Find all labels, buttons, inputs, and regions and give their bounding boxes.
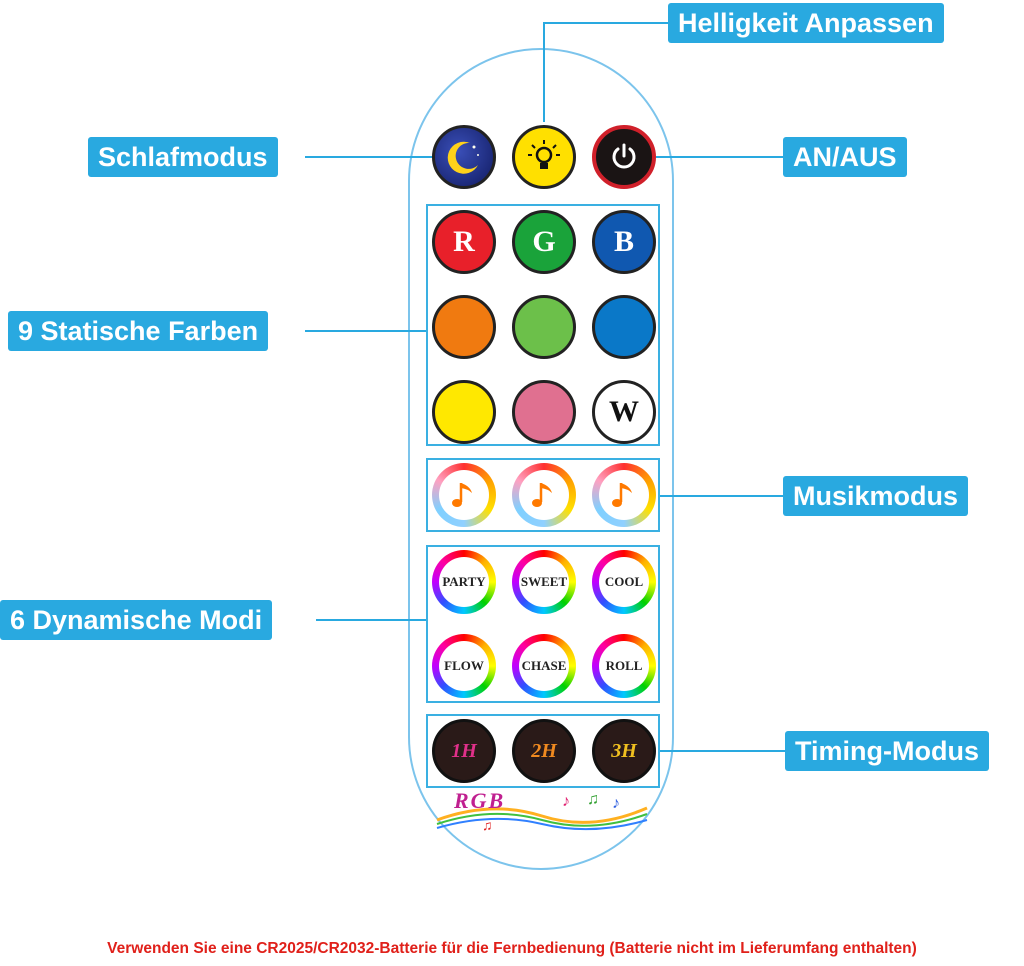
music-note-icon <box>452 483 472 507</box>
light-bulb-icon <box>528 140 560 169</box>
party-mode-label: PARTY <box>439 557 489 607</box>
green-button-label: G <box>532 225 556 258</box>
timer-1h-label: 1H <box>451 739 477 762</box>
blue-button-label: B <box>613 225 634 258</box>
sleep-mode-label: Schlafmodus <box>88 137 278 177</box>
cool-mode-label: COOL <box>599 557 649 607</box>
power-icon <box>612 143 636 169</box>
dynamic-modes-group <box>426 545 660 703</box>
connector-line <box>543 22 668 24</box>
moon-icon <box>447 141 479 174</box>
timer-1h-button[interactable]: 1H <box>432 719 496 783</box>
cool-mode-button[interactable]: COOL <box>592 550 656 614</box>
dynamic-modes-label: 6 Dynamische Modi <box>0 600 273 640</box>
flow-mode-button[interactable]: FLOW <box>432 634 496 698</box>
music-note-icon <box>532 483 552 507</box>
connector-line <box>305 330 426 332</box>
pink-button[interactable] <box>512 380 576 444</box>
svg-text:♪: ♪ <box>612 795 620 812</box>
rgb-logo: ♪ ♫ ♪ ♫ RGB <box>432 788 652 832</box>
connector-line <box>660 495 783 497</box>
connector-line <box>316 619 426 621</box>
connector-line <box>543 22 545 122</box>
light-blue-button[interactable] <box>592 295 656 359</box>
rgb-logo-text: RGB <box>454 788 506 813</box>
green-button[interactable]: G <box>512 210 576 274</box>
white-button-label: W <box>609 395 639 428</box>
party-mode-button[interactable]: PARTY <box>432 550 496 614</box>
connector-line <box>660 750 785 752</box>
blue-button[interactable]: B <box>592 210 656 274</box>
yellow-button[interactable] <box>432 380 496 444</box>
chase-mode-label: CHASE <box>519 641 569 691</box>
music-mode-label: Musikmodus <box>783 476 969 516</box>
sweet-mode-label: SWEET <box>519 557 569 607</box>
timing-mode-label: Timing-Modus <box>785 731 989 771</box>
timer-3h-label: 3H <box>611 739 637 762</box>
chase-mode-button[interactable]: CHASE <box>512 634 576 698</box>
roll-mode-label: ROLL <box>599 641 649 691</box>
svg-text:♪: ♪ <box>562 793 570 810</box>
svg-text:♫: ♫ <box>587 791 599 808</box>
connector-line <box>656 156 783 158</box>
power-label: AN/AUS <box>783 137 907 177</box>
white-button[interactable]: W <box>592 380 656 444</box>
music-mode-group <box>426 458 660 532</box>
flow-mode-label: FLOW <box>439 641 489 691</box>
red-button-label: R <box>453 225 475 258</box>
timing-mode-group <box>426 714 660 788</box>
roll-mode-button[interactable]: ROLL <box>592 634 656 698</box>
red-button[interactable]: R <box>432 210 496 274</box>
music-note-icon <box>612 483 632 507</box>
timer-2h-button[interactable]: 2H <box>512 719 576 783</box>
connector-line <box>305 156 432 158</box>
music-notes-decoration-icon: ♪ ♫ ♪ ♫ <box>436 791 648 832</box>
music-mode-button-1[interactable] <box>432 463 496 527</box>
music-mode-button-3[interactable] <box>592 463 656 527</box>
light-green-button[interactable] <box>512 295 576 359</box>
brightness-button[interactable] <box>512 125 576 189</box>
brightness-label: Helligkeit Anpassen <box>668 3 944 43</box>
power-button[interactable] <box>592 125 656 189</box>
sweet-mode-button[interactable]: SWEET <box>512 550 576 614</box>
battery-notice: Verwenden Sie eine CR2025/CR2032-Batteri… <box>107 940 917 957</box>
music-mode-button-2[interactable] <box>512 463 576 527</box>
timer-2h-label: 2H <box>531 739 557 762</box>
sleep-mode-button[interactable] <box>432 125 496 189</box>
static-colors-group <box>426 204 660 446</box>
timer-3h-button[interactable]: 3H <box>592 719 656 783</box>
orange-button[interactable] <box>432 295 496 359</box>
static-colors-label: 9 Statische Farben <box>8 311 269 351</box>
svg-text:♫: ♫ <box>482 817 493 832</box>
